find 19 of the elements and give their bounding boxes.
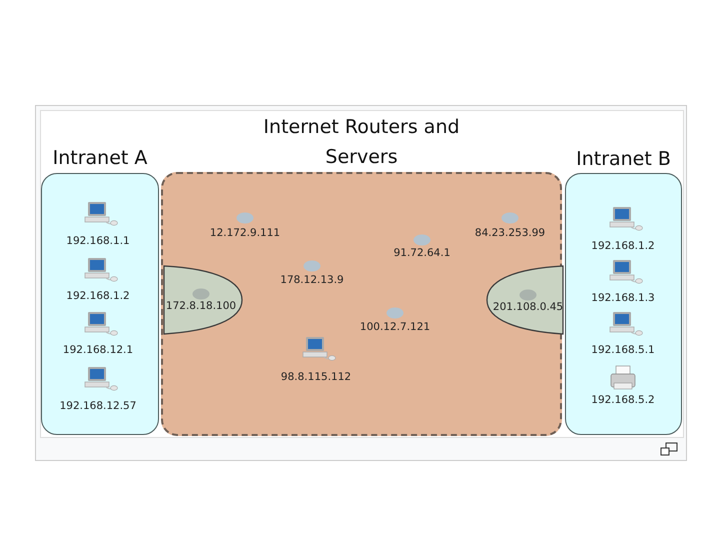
region-heading: Intranet B [575, 147, 672, 172]
ip-address: 84.23.253.99 [474, 227, 546, 239]
ip-address: 192.168.1.3 [591, 292, 655, 304]
ip-address: 192.168.1.2 [66, 290, 130, 302]
region-heading: Internet Routers and Servers [262, 115, 461, 170]
ip-address: 192.168.5.2 [591, 394, 655, 406]
ip-address: 98.8.115.112 [280, 371, 352, 383]
ip-address: 192.168.5.1 [591, 344, 655, 356]
ip-address: 172.8.18.100 [166, 300, 236, 312]
ip-address: 178.12.13.9 [280, 274, 344, 286]
region-heading: Intranet A [52, 146, 148, 171]
ip-address: 201.108.0.45 [492, 301, 564, 313]
ip-address: 192.168.12.1 [62, 344, 134, 356]
ip-address: 192.168.1.2 [591, 240, 655, 252]
ip-address: 100.12.7.121 [360, 321, 430, 333]
ip-address: 192.168.12.57 [60, 400, 136, 412]
ip-address: 192.168.1.1 [66, 235, 130, 247]
ip-address: 12.172.9.111 [210, 227, 280, 239]
ip-address: 91.72.64.1 [394, 247, 450, 259]
